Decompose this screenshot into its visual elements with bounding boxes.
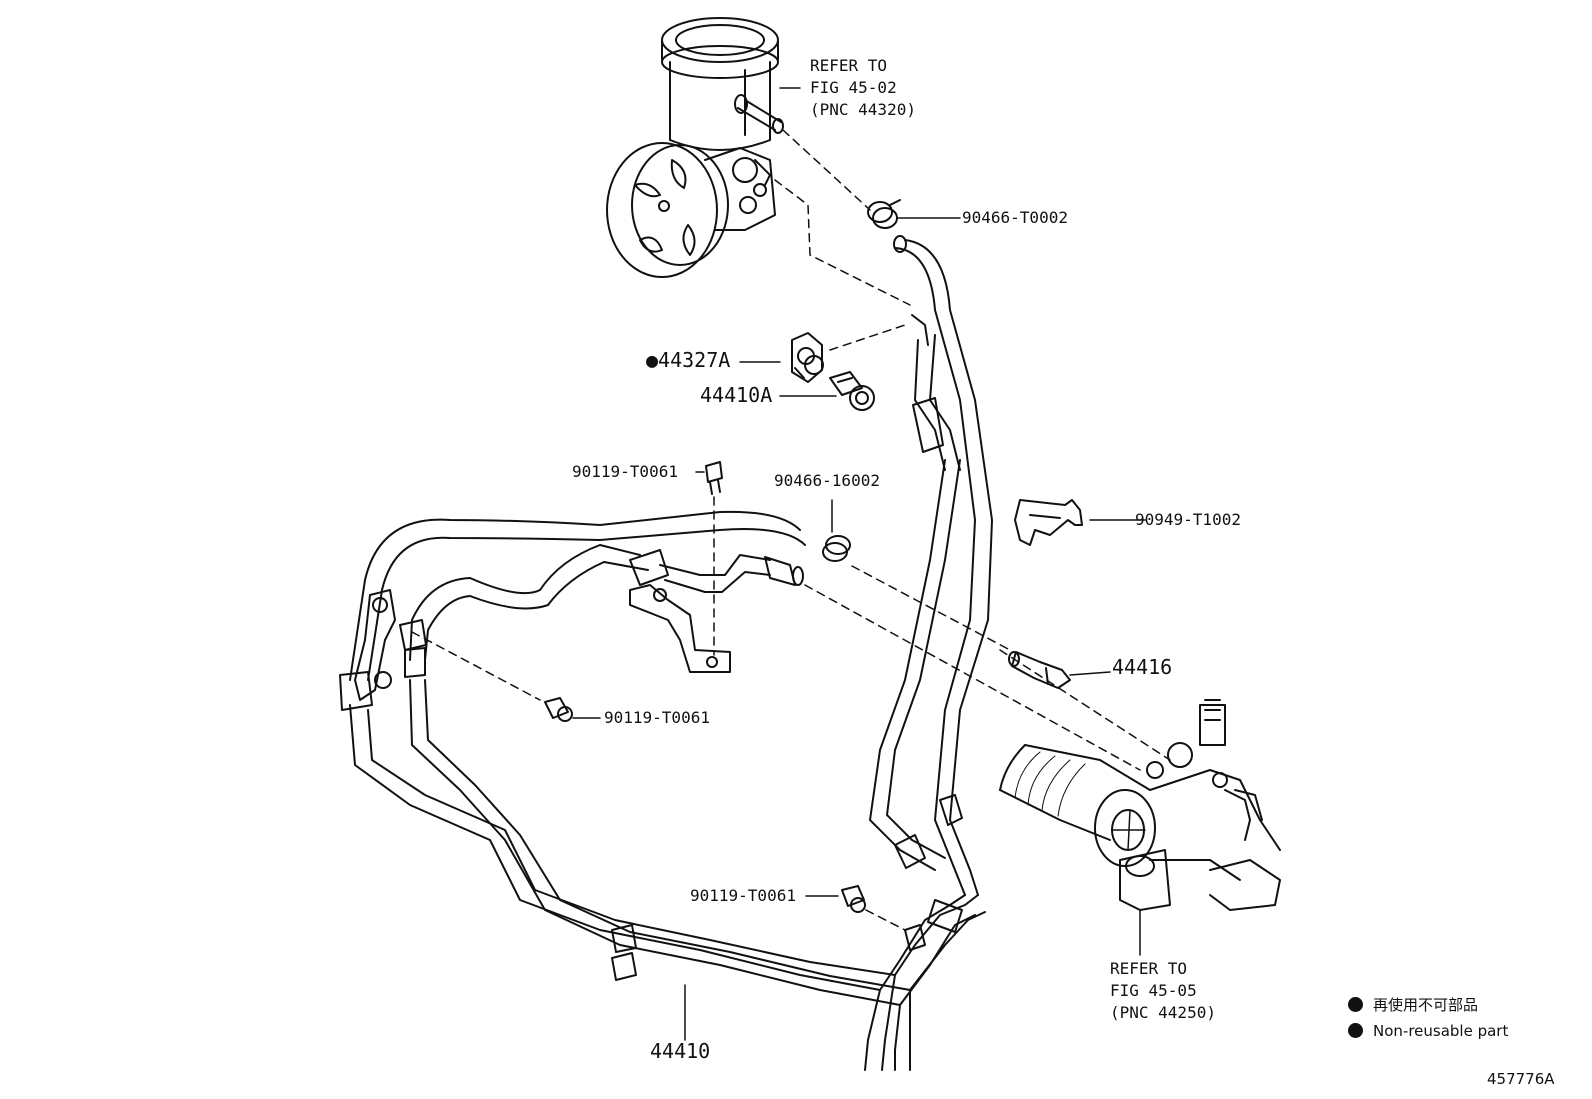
- power-steering-pump: [606, 17, 784, 278]
- legend-item-jp: 再使用不可部品: [1348, 992, 1508, 1018]
- refer-gear-line3: (PNC 44250): [1110, 1003, 1216, 1022]
- legend-item-en: Non-reusable part: [1348, 1018, 1508, 1044]
- refer-pump-line3: (PNC 44320): [810, 100, 916, 119]
- non-reusable-dot-icon: [1348, 1023, 1363, 1038]
- refer-pump-label: REFER TO FIG 45-02 (PNC 44320): [810, 55, 916, 121]
- fitting-dashed-leader: [804, 584, 1141, 771]
- refer-gear-line1: REFER TO: [1110, 959, 1188, 978]
- part-label-union: 44416: [1112, 655, 1173, 679]
- legend: 再使用不可部品 Non-reusable part: [1348, 992, 1508, 1044]
- return-hose-right: [869, 235, 993, 896]
- union-44416: [999, 649, 1171, 761]
- part-label-clip: 90949-T1002: [1135, 510, 1241, 529]
- clip-90949: [1014, 499, 1146, 546]
- refer-pump-line1: REFER TO: [810, 56, 888, 75]
- refer-gear-line2: FIG 45-05: [1110, 981, 1197, 1000]
- refer-pump-line2: FIG 45-02: [810, 78, 897, 97]
- refer-gear-label: REFER TO FIG 45-05 (PNC 44250): [1110, 958, 1216, 1024]
- part-label-clamp-top: 90466-T0002: [962, 208, 1068, 227]
- bolt-left: [411, 631, 601, 722]
- bolt-upper: [695, 461, 723, 656]
- pump-dashed-leaders: [774, 129, 911, 306]
- part-label-union-bolt: 44410A: [700, 383, 773, 407]
- part-label-bolt-upper: 90119-T0061: [572, 462, 678, 481]
- figure-id: 457776A: [1487, 1070, 1555, 1088]
- clamp-top: [867, 199, 961, 229]
- legend-text-en: Non-reusable part: [1373, 1022, 1509, 1040]
- non-reusable-dot-icon: [1348, 997, 1363, 1012]
- pressure-tube-44410: [339, 510, 986, 1071]
- union-bolt-44410A: [779, 371, 875, 411]
- part-label-bolt-lower: 90119-T0061: [690, 886, 796, 905]
- legend-text-jp: 再使用不可部品: [1373, 996, 1479, 1014]
- part-label-bolt-left: 90119-T0061: [604, 708, 710, 727]
- part-label-gasket: ●44327A: [646, 349, 730, 371]
- part-number-gasket: 44327A: [658, 348, 731, 372]
- gasket-44327A: [739, 324, 906, 383]
- non-reusable-marker: ●: [646, 348, 659, 372]
- steering-gear: [999, 699, 1281, 956]
- bolt-lower: [805, 885, 906, 931]
- clamp-mid: [822, 499, 1011, 651]
- part-label-clamp-mid: 90466-16002: [774, 471, 880, 490]
- part-label-tube-assy: 44410: [650, 1039, 711, 1063]
